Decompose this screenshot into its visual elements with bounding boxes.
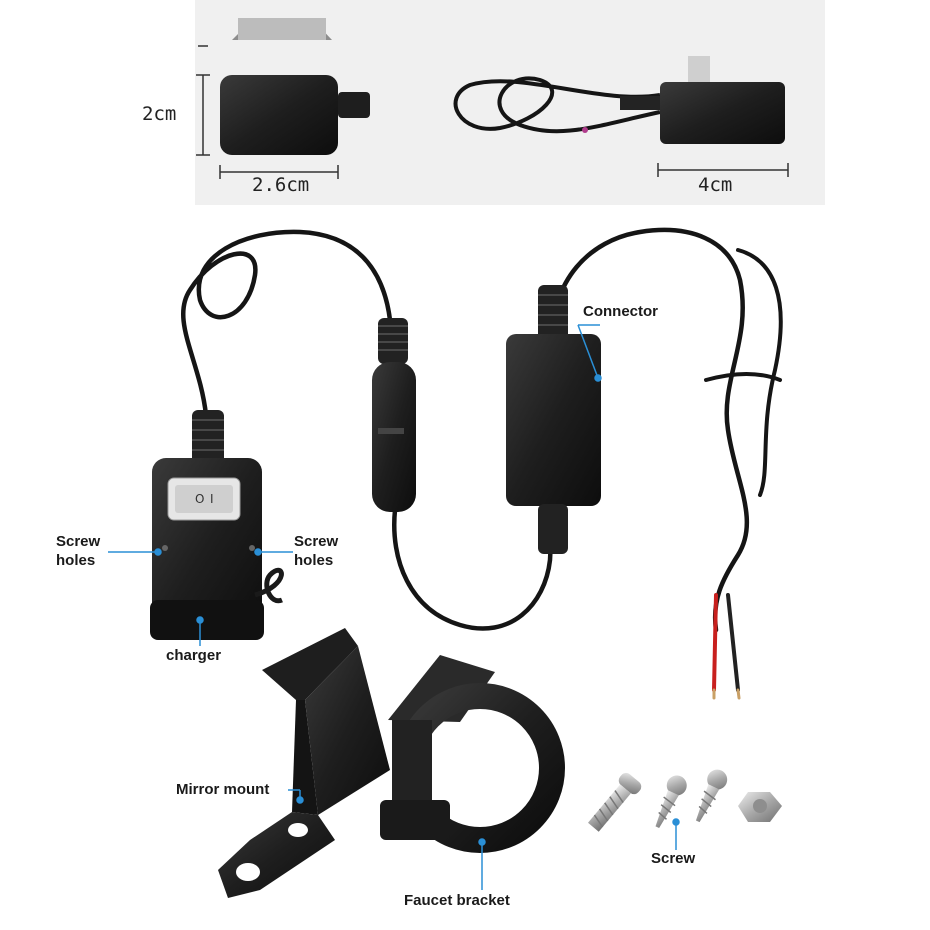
bare-wire-ends (712, 593, 741, 700)
screw-holes-right-label-line2: holes (294, 552, 334, 569)
dimension-length: 4cm (698, 174, 733, 196)
mirror-mount-label: Mirror mount (176, 781, 270, 798)
dimension-markers-left (196, 45, 339, 179)
dimension-marker-right (657, 163, 789, 177)
charger-top-view (220, 18, 370, 155)
dimension-height: 2cm (142, 103, 177, 125)
screw-holes-right-label-line1: Screw (294, 533, 339, 550)
faucet-bracket (380, 655, 565, 853)
charger-side-view (453, 56, 785, 144)
cable-assembly (180, 227, 783, 633)
connector-box (506, 285, 601, 554)
screw-holes-left-label-line2: holes (56, 552, 96, 569)
connector-label: Connector (583, 303, 658, 320)
svg-text:I: I (210, 492, 214, 506)
dimension-width: 2.6cm (252, 174, 310, 196)
charger-unit: O I (150, 410, 284, 640)
mirror-mount (218, 628, 390, 898)
inline-plug (372, 318, 416, 512)
faucet-bracket-label: Faucet bracket (404, 892, 510, 909)
svg-text:O: O (195, 492, 204, 506)
screw-label: Screw (651, 850, 696, 867)
screw-holes-left-label-line1: Screw (56, 533, 101, 550)
charger-label: charger (166, 647, 222, 664)
callout-lines (108, 324, 680, 890)
screws (587, 769, 782, 832)
